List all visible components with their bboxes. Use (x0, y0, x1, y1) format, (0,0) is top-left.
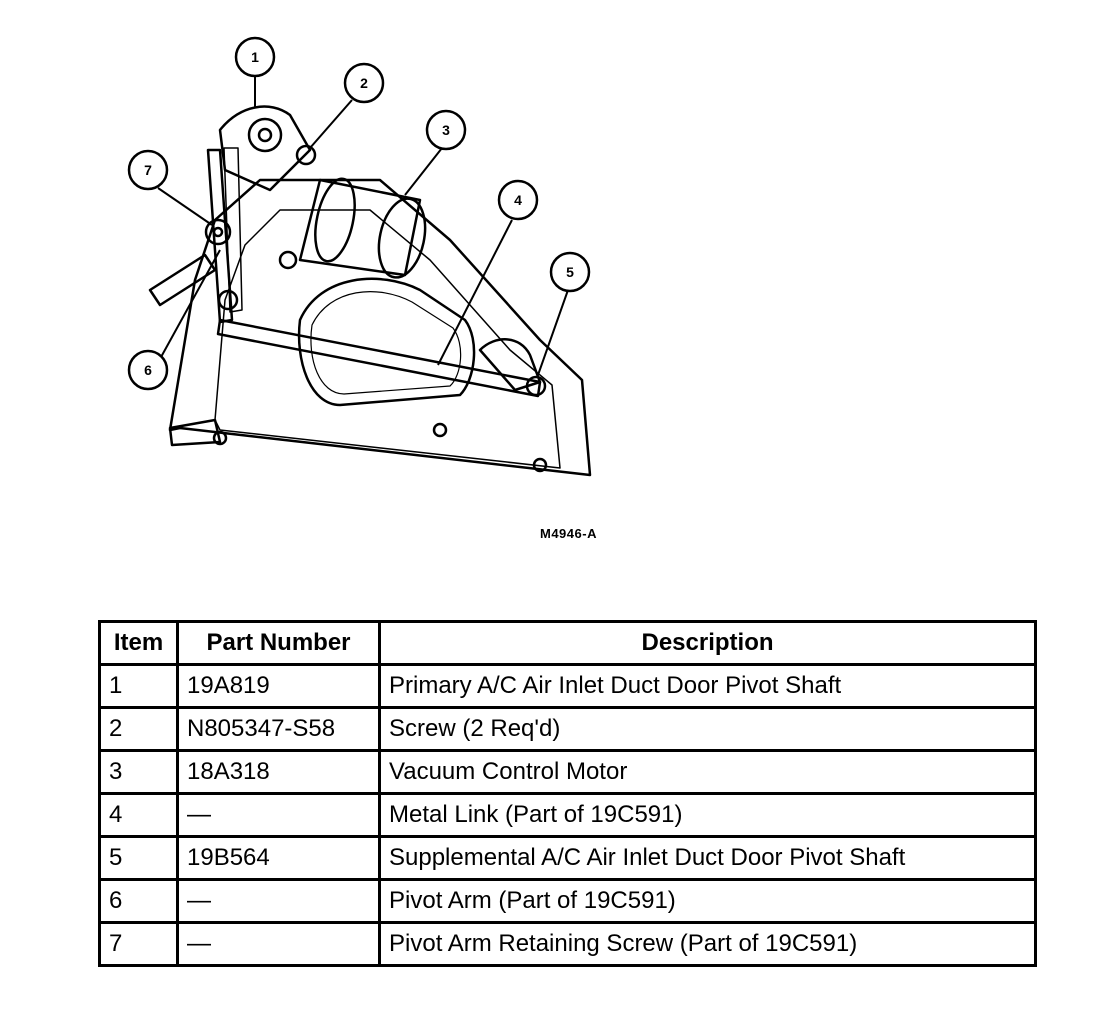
cell-description: Metal Link (Part of 19C591) (378, 792, 1037, 838)
parts-table: Item Part Number Description 1 19A819 Pr… (98, 620, 1037, 967)
exploded-view-diagram: 1 2 3 4 5 6 7 (127, 36, 592, 477)
cell-part-number: N805347-S58 (176, 706, 381, 752)
pivot-arm-screw-center (212, 226, 224, 238)
left-bracket (148, 253, 217, 307)
header-item: Item (98, 620, 179, 666)
cell-description: Screw (2 Req'd) (378, 706, 1037, 752)
callout-1: 1 (234, 36, 276, 78)
cell-part-number: — (176, 792, 381, 838)
leader-line-5 (537, 289, 569, 376)
svg-text:2: 2 (360, 75, 368, 91)
svg-text:5: 5 (566, 264, 574, 280)
cell-part-number: 19B564 (176, 835, 381, 881)
table-row: 7 — Pivot Arm Retaining Screw (Part of 1… (98, 921, 1037, 967)
svg-text:4: 4 (514, 192, 522, 208)
mounting-hole-third (212, 430, 228, 446)
cell-part-number: 18A318 (176, 749, 381, 795)
svg-text:6: 6 (144, 362, 152, 378)
callout-2: 2 (343, 62, 385, 104)
cell-item: 3 (98, 749, 179, 795)
cell-item: 4 (98, 792, 179, 838)
screw-head (295, 144, 317, 166)
header-part-number: Part Number (176, 620, 381, 666)
leader-line-6 (154, 249, 221, 369)
cell-description: Pivot Arm Retaining Screw (Part of 19C59… (378, 921, 1037, 967)
pivot-arm-screw (204, 218, 232, 246)
lower-pivot (217, 289, 239, 311)
metal-link (216, 318, 542, 398)
housing-inner-outline (214, 209, 561, 469)
supplemental-pivot-bracket (478, 338, 542, 392)
leader-line-4 (437, 219, 513, 366)
cell-item: 1 (98, 663, 179, 709)
leader-line-3 (404, 147, 443, 196)
leader-line-2 (309, 99, 353, 149)
cell-item: 2 (98, 706, 179, 752)
cell-description: Pivot Arm (Part of 19C591) (378, 878, 1037, 924)
vacuum-motor-cap (377, 197, 427, 279)
table-row: 2 N805347-S58 Screw (2 Req'd) (98, 706, 1037, 752)
cell-part-number: — (176, 878, 381, 924)
pivot-shaft-hole (257, 127, 273, 143)
table-header-row: Item Part Number Description (98, 620, 1037, 666)
table-row: 5 19B564 Supplemental A/C Air Inlet Duct… (98, 835, 1037, 881)
svg-text:3: 3 (442, 122, 450, 138)
cell-description: Vacuum Control Motor (378, 749, 1037, 795)
screw-head-second (278, 250, 298, 270)
callout-3: 3 (425, 109, 467, 151)
cell-description: Primary A/C Air Inlet Duct Door Pivot Sh… (378, 663, 1037, 709)
housing-opening-inner (310, 291, 462, 395)
svg-text:7: 7 (144, 162, 152, 178)
cell-description: Supplemental A/C Air Inlet Duct Door Piv… (378, 835, 1037, 881)
table-row: 6 — Pivot Arm (Part of 19C591) (98, 878, 1037, 924)
mounting-hole (432, 422, 448, 438)
pivot-shaft-bracket (218, 105, 312, 192)
cell-item: 7 (98, 921, 179, 967)
table-row: 1 19A819 Primary A/C Air Inlet Duct Door… (98, 663, 1037, 709)
table-row: 4 — Metal Link (Part of 19C591) (98, 792, 1037, 838)
vacuum-motor-body (298, 178, 422, 277)
callout-6: 6 (127, 349, 169, 391)
callout-5: 5 (549, 251, 591, 293)
pivot-shaft-hub (247, 117, 283, 153)
pivot-arm-second (223, 147, 243, 313)
cell-item: 5 (98, 835, 179, 881)
callout-7: 7 (127, 149, 169, 191)
housing-plate (168, 178, 592, 477)
mounting-hole-second (532, 457, 548, 473)
housing-opening (297, 277, 476, 407)
svg-text:1: 1 (251, 49, 259, 65)
pivot-arm (206, 148, 234, 324)
figure-id: M4946-A (540, 526, 597, 541)
cell-part-number: 19A819 (176, 663, 381, 709)
table-row: 3 18A318 Vacuum Control Motor (98, 749, 1037, 795)
vacuum-motor-ring (314, 177, 356, 263)
leader-line-7 (157, 187, 213, 226)
callout-4: 4 (497, 179, 539, 221)
cell-part-number: — (176, 921, 381, 967)
bottom-flange (168, 418, 222, 447)
cell-item: 6 (98, 878, 179, 924)
header-description: Description (378, 620, 1037, 666)
